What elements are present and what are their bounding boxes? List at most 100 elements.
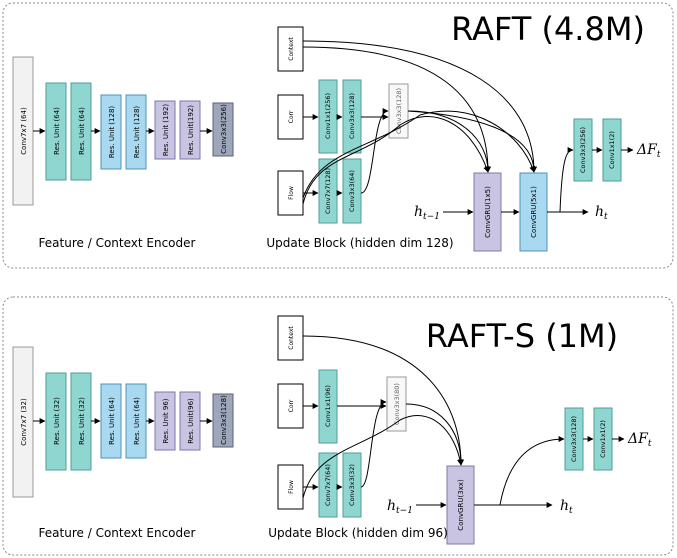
h-out-base: h [595,204,604,220]
arrow [407,110,491,173]
block-label: ConvGRU(1x5) [484,186,492,238]
block-label: Conv7x7(64) [324,464,332,506]
res-unit-block [154,391,176,451]
input-label: Corr [288,110,295,123]
context-input [277,315,304,361]
res-unit-block [154,100,176,160]
block-label: Res. Unit (64) [133,397,141,445]
arrow [302,335,464,466]
arrow [302,415,464,499]
input-label: Flow [288,480,295,494]
h-in-sub: t−1 [396,506,413,516]
block-label: Conv7x7(128) [324,168,332,214]
delta-sub: t [648,439,652,449]
conv3x3-block [212,102,234,157]
delta-sub: t [657,150,661,160]
block-label: Res. Unit (192) [162,104,170,157]
res-unit-block [125,94,147,170]
res-unit-block [100,383,122,459]
panel-border [2,296,674,556]
res-unit-block [45,82,67,181]
arrow [559,147,574,213]
panel-border [2,2,674,269]
block-label: Conv3x3(128) [570,416,578,462]
block-label: Res. Unit (64) [53,107,61,155]
arrow [302,110,536,199]
h-out-base: h [560,498,569,514]
arrow [360,108,389,194]
update-block: Context Corr Flow Conv1x1(256) Conv3x3(1… [277,26,634,252]
block-label: Conv3x3(64) [348,170,356,212]
panel-raft: RAFT (4.8M) Conv7x7 (64) Res. Unit (64) … [2,2,674,269]
h-in-sub: t−1 [423,212,440,222]
block-label: Conv3x3(256) [220,104,228,154]
input-label: Flow [288,186,295,200]
block-label: Res. Unit (32) [78,397,86,445]
block-label: Conv3x3(128) [220,395,228,445]
block-label: ConvGRU(3xx) [457,479,465,531]
delta-flow-label: ΔFt [636,142,661,160]
arrow [302,40,537,173]
arrow [302,46,491,173]
panel-title: RAFT (4.8M) [451,10,645,48]
gru-block-1 [446,465,475,545]
block-label: ConvGRU(5x1) [530,186,538,238]
block-label: Conv3x3(80) [393,383,401,425]
flow-input [277,464,304,510]
panel-title: RAFT-S (1M) [426,317,618,355]
context-input [277,26,304,72]
block-label: Conv3x3(32) [348,464,356,506]
block-label: Res. Unit (32) [53,397,61,445]
block-label: Res. Unit (64) [78,107,86,155]
block-label: Res. Unit (128) [133,106,141,159]
block-label: Conv7x7 (32) [20,398,28,446]
input-label: Context [288,37,295,61]
input-label: Context [288,326,295,350]
res-unit-block [179,100,201,160]
h-in-label: ht−1 [387,498,413,516]
block-label: Res. Unit (128) [108,106,116,159]
block-label: Conv3x3(256) [579,127,587,173]
encoder-caption: Feature / Context Encoder [39,526,196,540]
block-label: Conv1x1(2) [599,420,607,458]
arrow [360,399,387,488]
update-caption: Update Block (hidden dim 128) [266,236,453,250]
h-in-base: h [414,204,423,220]
flow-conv2 [342,158,362,224]
block-label: Conv1x1(256) [324,93,332,139]
block-label: Res. Unit(192) [187,105,195,155]
arrow [302,116,490,205]
encoder-caption: Feature / Context Encoder [39,236,196,250]
delta-base: ΔF [636,142,658,158]
block-label: Conv1x1(2) [608,131,616,169]
block-label: Conv3x3(128) [348,93,356,139]
update-caption: Update Block (hidden dim 96) [268,526,448,540]
block-label: Res. Unit(96) [187,398,195,444]
flow-conv2 [342,452,362,518]
block-label: Res. Unit (64) [108,397,116,445]
input-label: Corr [288,399,295,412]
res-unit-block [100,94,122,170]
conv3x3-block [212,393,234,448]
gru-block-2 [519,172,548,252]
h-out-sub: t [604,212,608,222]
panel-raft-s: RAFT-S (1M) Conv7x7 (32) Res. Unit (32) … [2,296,674,556]
encoder: Conv7x7 (64) Res. Unit (64) Res. Unit (6… [12,56,234,206]
delta-flow-label: ΔFt [627,431,652,449]
delta-base: ΔF [627,431,649,447]
update-block: Context Corr Flow Conv1x1(96) Conv7x7(64… [277,315,625,545]
block-label: Conv7x7 (64) [20,107,28,155]
conv7x7-block [12,346,34,498]
block-label: Conv3x3(128) [395,88,403,134]
encoder: Conv7x7 (32) Res. Unit (32) Res. Unit (3… [12,346,234,498]
h-out-label: ht [560,498,573,516]
h-out-sub: t [569,506,573,516]
res-unit-block [45,372,67,471]
h-out-label: ht [595,204,608,222]
arrow [405,403,464,466]
h-in-label: ht−1 [414,204,440,222]
h-in-base: h [387,498,396,514]
block-label: Res. Unit 96) [162,398,170,443]
block-label: Conv1x1(96) [324,385,332,427]
